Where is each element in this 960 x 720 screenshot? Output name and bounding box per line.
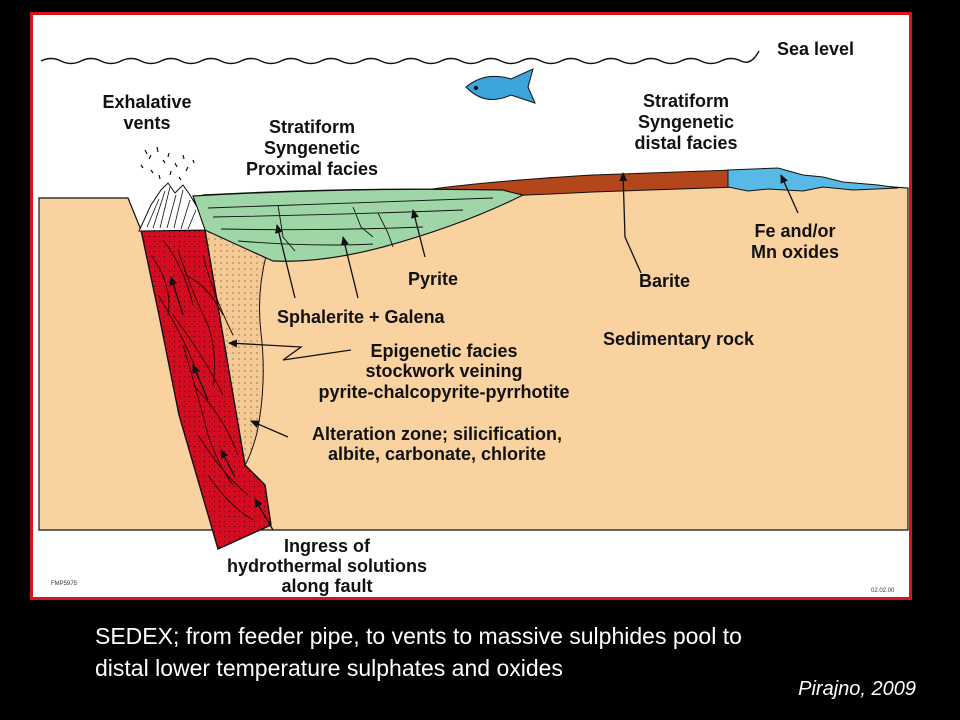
figure-date: 02.02.00 [871,588,895,594]
sea-level-line [40,50,760,65]
sea-level-label: Sea level [777,39,854,59]
alteration-label-1: Alteration zone; silicification, [312,424,562,444]
distal-facies-label-1: Stratiform [643,91,729,111]
alteration-label-2: albite, carbonate, chlorite [328,444,546,464]
proximal-layering [207,197,494,252]
vent-striations [146,186,197,230]
sphalerite-arrow-1 [275,224,296,299]
pyrite-arrow [411,209,426,258]
epigenetic-label-2: stockwork veining [365,361,522,381]
pyrite-label: Pyrite [408,269,458,289]
oxides-arrow [780,174,799,214]
ingress-arrow-2 [220,449,236,478]
sedimentary-rock-label: Sedimentary rock [603,329,755,349]
caption: SEDEX; from feeder pipe, to vents to mas… [95,620,895,684]
ingress-arrow-3 [192,364,209,401]
epigenetic-arrow [228,339,352,361]
sphalerite-galena-label: Sphalerite + Galena [277,307,446,327]
epigenetic-label-1: Epigenetic facies [370,341,517,361]
ingress-arrow-4 [169,276,184,316]
proximal-facies-label-2: Syngenetic [264,138,360,158]
distal-facies-label-3: distal facies [634,133,737,153]
epigenetic-label-3: pyrite-chalcopyrite-pyrrhotite [318,382,569,402]
oxides-label-2: Mn oxides [751,242,839,262]
citation: Pirajno, 2009 [798,678,916,700]
caption-line-2: distal lower temperature sulphates and o… [95,655,563,681]
proximal-facies-label-1: Stratiform [269,117,355,137]
alteration-zone [204,229,274,467]
barite-arrow [619,172,642,274]
barite-label: Barite [639,271,690,291]
oxides-label-1: Fe and/or [754,221,835,241]
sedex-diagram: Sea level Exhalative vents Stratiform Sy… [38,39,909,596]
feeder-pipe [140,229,272,550]
ingress-label-2: hydrothermal solutions [227,556,427,576]
diagram-frame: Sea level Exhalative vents Stratiform Sy… [30,12,912,600]
ingress-arrow-1 [254,498,274,531]
exhalative-vents-label-2: vents [123,113,170,133]
sphalerite-arrow-2 [341,236,359,299]
oxide-layer [727,167,899,192]
exhalative-vents-label-1: Exhalative [102,92,191,112]
fish-icon [465,68,536,104]
ingress-label-3: along fault [282,576,373,596]
vent-plume [140,146,195,181]
figure-code: FMP5975 [51,581,78,587]
distal-facies-label-2: Syngenetic [638,112,734,132]
proximal-facies-label-3: Proximal facies [246,159,378,179]
vent-mound [138,182,206,232]
alteration-arrow [250,420,289,438]
ingress-label-1: Ingress of [284,536,371,556]
caption-line-1: SEDEX; from feeder pipe, to vents to mas… [95,623,742,649]
